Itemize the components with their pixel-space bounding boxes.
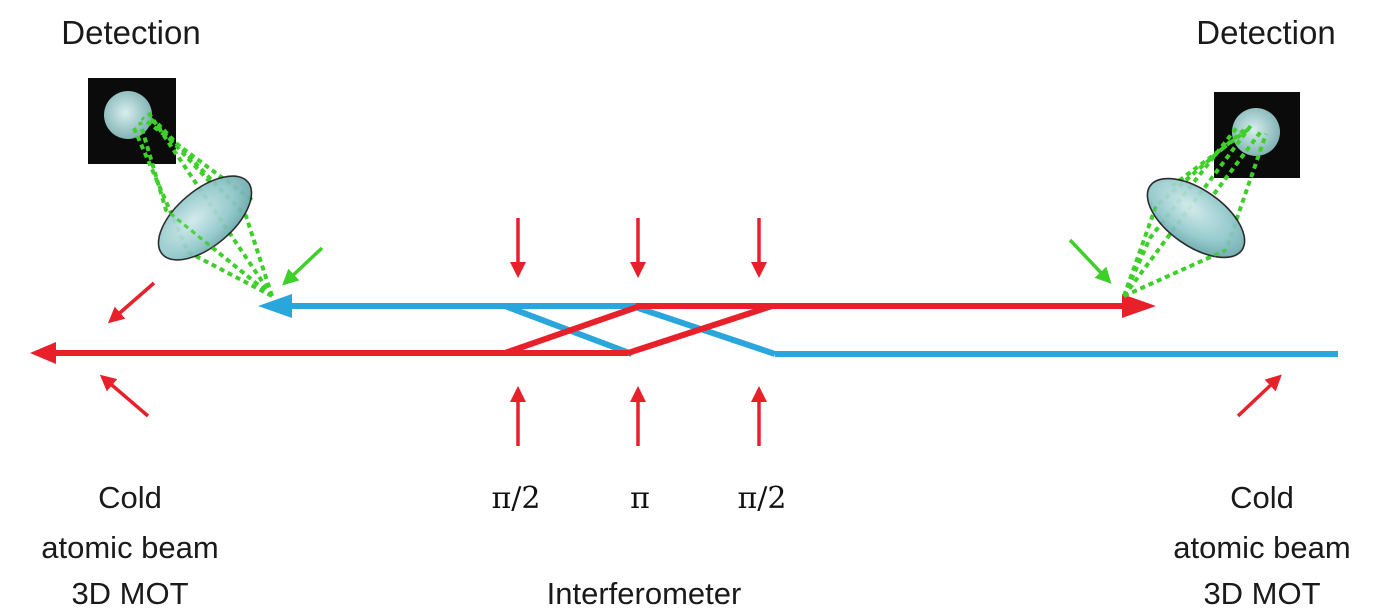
atomic-beams [30,294,1338,364]
interferometer-label: Interferometer [547,576,742,611]
detector-right-spot [1232,108,1280,156]
mot-arrows [99,281,1282,418]
fluorescence-right-over [1122,205,1227,298]
probe-arrows [282,238,1112,286]
probe-arrow-right [1068,238,1112,284]
source-right-line-3: 3D MOT [1203,576,1320,611]
lens-right [1146,177,1246,259]
source-left-line-2: atomic beam [41,530,218,565]
lens-left [157,175,253,261]
source-left-line-3: 3D MOT [71,576,188,611]
source-right-line-1: Cold [1230,480,1294,515]
detector-left-spot [104,91,152,139]
blue-beam-left-arrowhead [258,294,292,318]
red-path-b [627,303,773,356]
pulse-label-3: π/2 [738,481,787,516]
pulse-label-2: π [630,481,650,516]
detection-right-label: Detection [1196,14,1335,51]
red-beam-left-arrowhead [30,342,56,364]
fluorescence-left-over [165,208,274,298]
mot-arrow-right-lower [1236,374,1282,418]
probe-arrow-left [282,246,324,286]
source-left-line-1: Cold [98,480,162,515]
mot-arrow-left-upper [107,281,156,324]
pulse-label-1: π/2 [492,481,541,516]
detection-right [1122,92,1300,298]
detection-left [88,78,274,298]
detection-left-label: Detection [61,14,200,51]
mot-arrow-left-lower [99,374,150,418]
red-beam-right-arrowhead [1122,294,1156,318]
raman-pulse-arrows [509,218,768,446]
source-right-line-2: atomic beam [1173,530,1350,565]
red-path-a [504,303,641,356]
